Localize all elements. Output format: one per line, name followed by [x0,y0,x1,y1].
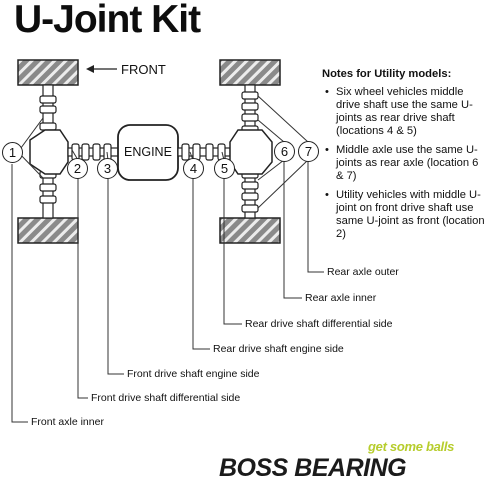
rear-right-bottom-tire [219,217,281,244]
callout-front-drive-shaft-engine-side: Front drive shaft engine side [127,368,260,380]
marker-2: 2 [67,158,88,179]
marker-5: 5 [214,158,235,179]
callout-front-drive-shaft-differential-side: Front drive shaft differential side [91,392,241,404]
callout-rear-axle-inner: Rear axle inner [305,292,377,304]
utility-model-notes: Notes for Utility models: Six wheel vehi… [322,68,488,247]
front-arrow-icon [86,65,117,73]
note-item: Six wheel vehicles middle drive shaft us… [322,86,488,138]
marker-7: 7 [298,141,319,162]
callout-front-axle-inner: Front axle inner [31,416,104,428]
note-item: Middle axle use the same U-joints as rea… [322,144,488,183]
marker-3: 3 [97,158,118,179]
marker-1: 1 [2,142,23,163]
notes-heading: Notes for Utility models: [322,68,452,80]
marker-4: 4 [183,158,204,179]
rear-differential [229,129,273,175]
front-label: FRONT [121,62,166,77]
note-item: Utility vehicles with middle U-joint on … [322,189,488,241]
callout-rear-drive-shaft-differential-side: Rear drive shaft differential side [245,318,393,330]
marker-6: 6 [274,141,295,162]
rear-right-top-tire [219,59,281,86]
front-left-top-tire [17,59,79,86]
callout-rear-axle-outer: Rear axle outer [327,266,399,278]
engine-label: ENGINE [124,145,172,159]
page-title: U-Joint Kit [14,0,201,41]
brand-tagline: get some balls [368,439,455,454]
brand-logo: BOSS BEARING [219,454,407,482]
callout-rear-drive-shaft-engine-side: Rear drive shaft engine side [213,343,344,355]
front-left-bottom-tire [17,217,79,244]
front-differential [29,129,69,175]
